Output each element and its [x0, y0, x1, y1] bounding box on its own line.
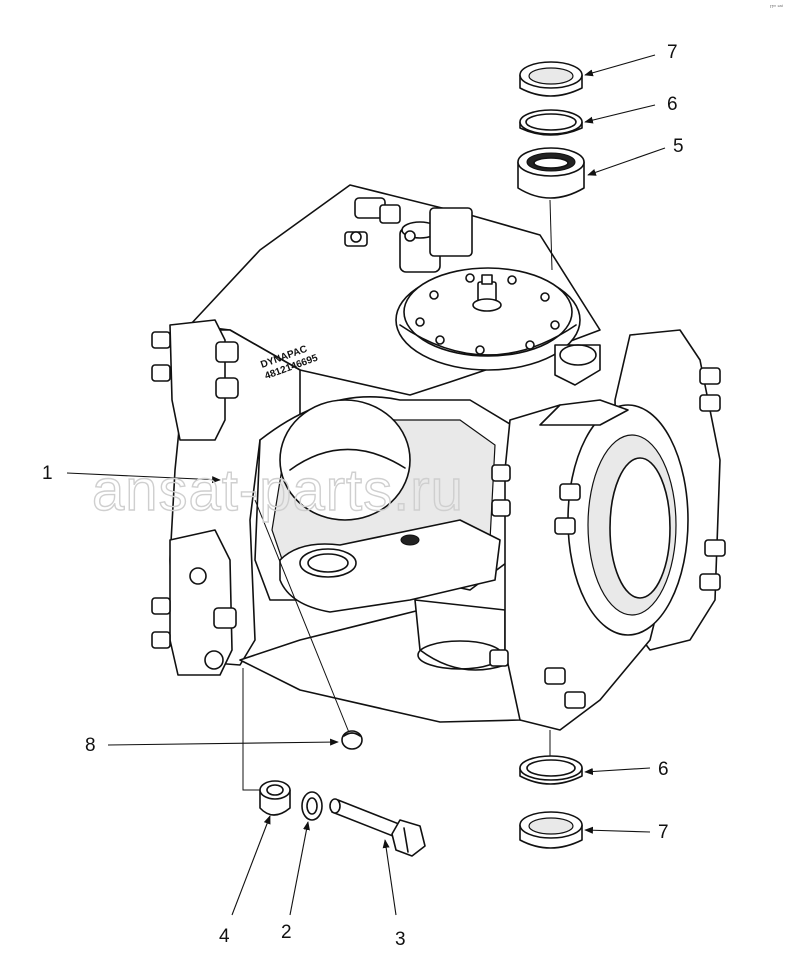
callout-8: 8 [85, 735, 96, 756]
corner-mark: rrᵐ ᵉᵃᵈ [770, 4, 783, 10]
callout-3: 3 [395, 929, 406, 950]
shim-ring-top [519, 109, 583, 136]
callout-labels: 7 6 5 1 8 6 7 4 2 3 [42, 42, 684, 950]
spacer-sleeve [259, 780, 291, 816]
callout-5: 5 [673, 136, 684, 157]
left-flange-bolts [151, 331, 239, 670]
right-flange-bolts [489, 367, 726, 709]
callout-6-top: 6 [667, 94, 678, 115]
callout-2: 2 [281, 922, 292, 943]
callout-leaders [66, 54, 666, 916]
plug [341, 730, 363, 750]
bolt [329, 798, 426, 857]
axis-line-bolt [242, 668, 262, 791]
callout-4: 4 [219, 926, 230, 947]
axis-line-top [549, 199, 553, 271]
callout-7-bottom: 7 [658, 822, 669, 843]
shim-ring-bottom [519, 755, 583, 785]
articulation-housing [151, 184, 726, 731]
cover-bolts [415, 273, 560, 355]
spherical-bearing [517, 147, 585, 199]
callout-6-bottom: 6 [658, 759, 669, 780]
bushing-bottom [519, 811, 583, 849]
bushing-top [519, 61, 583, 97]
watermark: ansat-parts.ru [92, 458, 464, 523]
hydraulic-fittings [344, 197, 473, 273]
axis-line-plug [254, 499, 351, 736]
callout-7-top: 7 [667, 42, 678, 63]
washer [301, 791, 323, 821]
callout-1: 1 [42, 463, 53, 484]
